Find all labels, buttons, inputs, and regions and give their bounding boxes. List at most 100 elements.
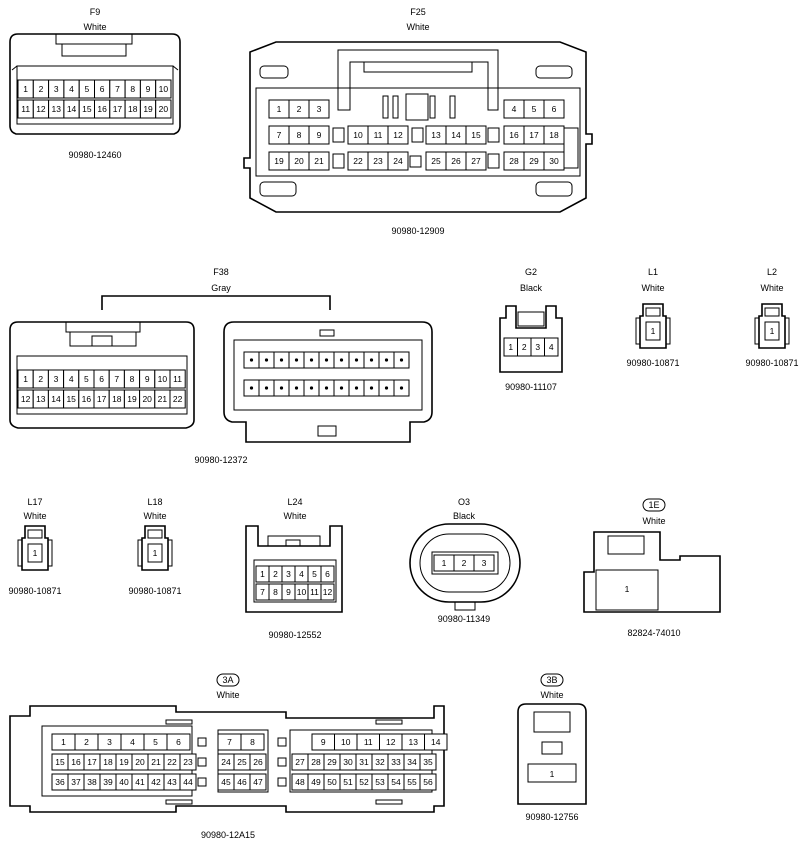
pin-label: 7 <box>114 374 119 384</box>
lock <box>541 741 563 755</box>
pin-label: 22 <box>173 394 183 404</box>
connector-body <box>583 531 721 613</box>
pin-label: 34 <box>407 757 417 767</box>
latch-frame <box>337 49 499 111</box>
connector-id: L1 <box>648 267 658 277</box>
pin-label: 10 <box>341 737 351 747</box>
pin-label: 1 <box>508 342 513 352</box>
terminal-dot <box>384 386 389 390</box>
pin-label: 8 <box>130 84 135 94</box>
terminal-dot <box>294 358 299 362</box>
terminal-dot <box>339 358 344 362</box>
side-rib-right <box>665 317 671 345</box>
pin-label: 6 <box>552 104 557 114</box>
connector-id: O3 <box>458 497 470 507</box>
pin-label: 5 <box>84 374 89 384</box>
blank-cavity <box>411 127 424 143</box>
pin-label: 14 <box>51 394 61 404</box>
pin-label: 35 <box>423 757 433 767</box>
part-number: 90980-11349 <box>438 614 490 624</box>
part-number: 90980-12460 <box>68 150 121 160</box>
lock-center <box>405 93 429 121</box>
side-rib <box>563 127 579 169</box>
pin-label: 2 <box>297 104 302 114</box>
terminal-dot <box>294 386 299 390</box>
pin-label: 15 <box>82 104 92 114</box>
pin-label: 11 <box>173 374 182 384</box>
pin-label: 11 <box>374 130 383 140</box>
pin-label: 1 <box>23 84 28 94</box>
pin-label: 1 <box>277 104 282 114</box>
connector-body <box>639 303 667 349</box>
pin-label: 6 <box>176 737 181 747</box>
pin-label: 29 <box>327 757 337 767</box>
pin-label: 1 <box>442 558 447 568</box>
pin-label: 33 <box>391 757 401 767</box>
pin-label: 12 <box>36 104 46 114</box>
pin-label: 15 <box>55 757 65 767</box>
pin-label: 36 <box>55 777 65 787</box>
pin-label: 18 <box>549 130 559 140</box>
pin-label: 1 <box>651 326 656 336</box>
connector-body <box>517 703 587 805</box>
connector-color: White <box>642 516 665 526</box>
pin-label: 14 <box>431 737 441 747</box>
side-rib-left <box>635 317 641 345</box>
pin-label: 20 <box>294 156 304 166</box>
pin-cell <box>465 125 487 145</box>
pin-frame <box>595 569 659 611</box>
pin-label: 20 <box>135 757 145 767</box>
pin-frame <box>253 559 337 603</box>
pin-label: 18 <box>128 104 138 114</box>
pin-label: 46 <box>237 777 247 787</box>
pin-frame <box>233 339 423 411</box>
blank-cavity <box>277 737 287 747</box>
pin-label: 6 <box>325 569 330 579</box>
pin-label: 29 <box>529 156 539 166</box>
connector-id-badge <box>540 673 564 687</box>
connector-body-left <box>9 321 195 429</box>
pin-label: 3 <box>535 342 540 352</box>
connector-id: L17 <box>27 497 42 507</box>
pin-label: 9 <box>146 84 151 94</box>
blank-cavity <box>487 127 500 143</box>
connector-id: F9 <box>90 7 101 17</box>
side-rib-right <box>784 317 790 345</box>
terminal-dot <box>279 386 284 390</box>
terminal-dot <box>264 358 269 362</box>
pin-cell <box>764 321 780 341</box>
pin-label: 7 <box>260 587 265 597</box>
pin-label: 7 <box>277 130 282 140</box>
pin-label: 3 <box>317 104 322 114</box>
pin-label: 23 <box>373 156 383 166</box>
pin-label: 5 <box>153 737 158 747</box>
connector-color: White <box>143 511 166 521</box>
blank-cavity <box>487 153 500 169</box>
pin-label: 7 <box>227 737 232 747</box>
pin-label: 52 <box>359 777 369 787</box>
pair-bracket <box>101 295 331 310</box>
pin-label: 21 <box>151 757 161 767</box>
pin-label: 4 <box>549 342 554 352</box>
part-number: 90980-10871 <box>8 586 61 596</box>
latch <box>645 307 661 317</box>
pin-cell <box>179 773 197 791</box>
connector-id: 3B <box>546 675 557 685</box>
rib <box>165 719 193 725</box>
connector-id: 1E <box>648 500 659 510</box>
pin-label: 1 <box>23 374 28 384</box>
pin-cell <box>155 99 172 119</box>
key <box>319 329 335 337</box>
pin-label: 14 <box>451 130 461 140</box>
part-number: 90980-12A15 <box>201 830 255 840</box>
pin-label: 21 <box>314 156 324 166</box>
part-number: 90980-12372 <box>194 455 247 465</box>
